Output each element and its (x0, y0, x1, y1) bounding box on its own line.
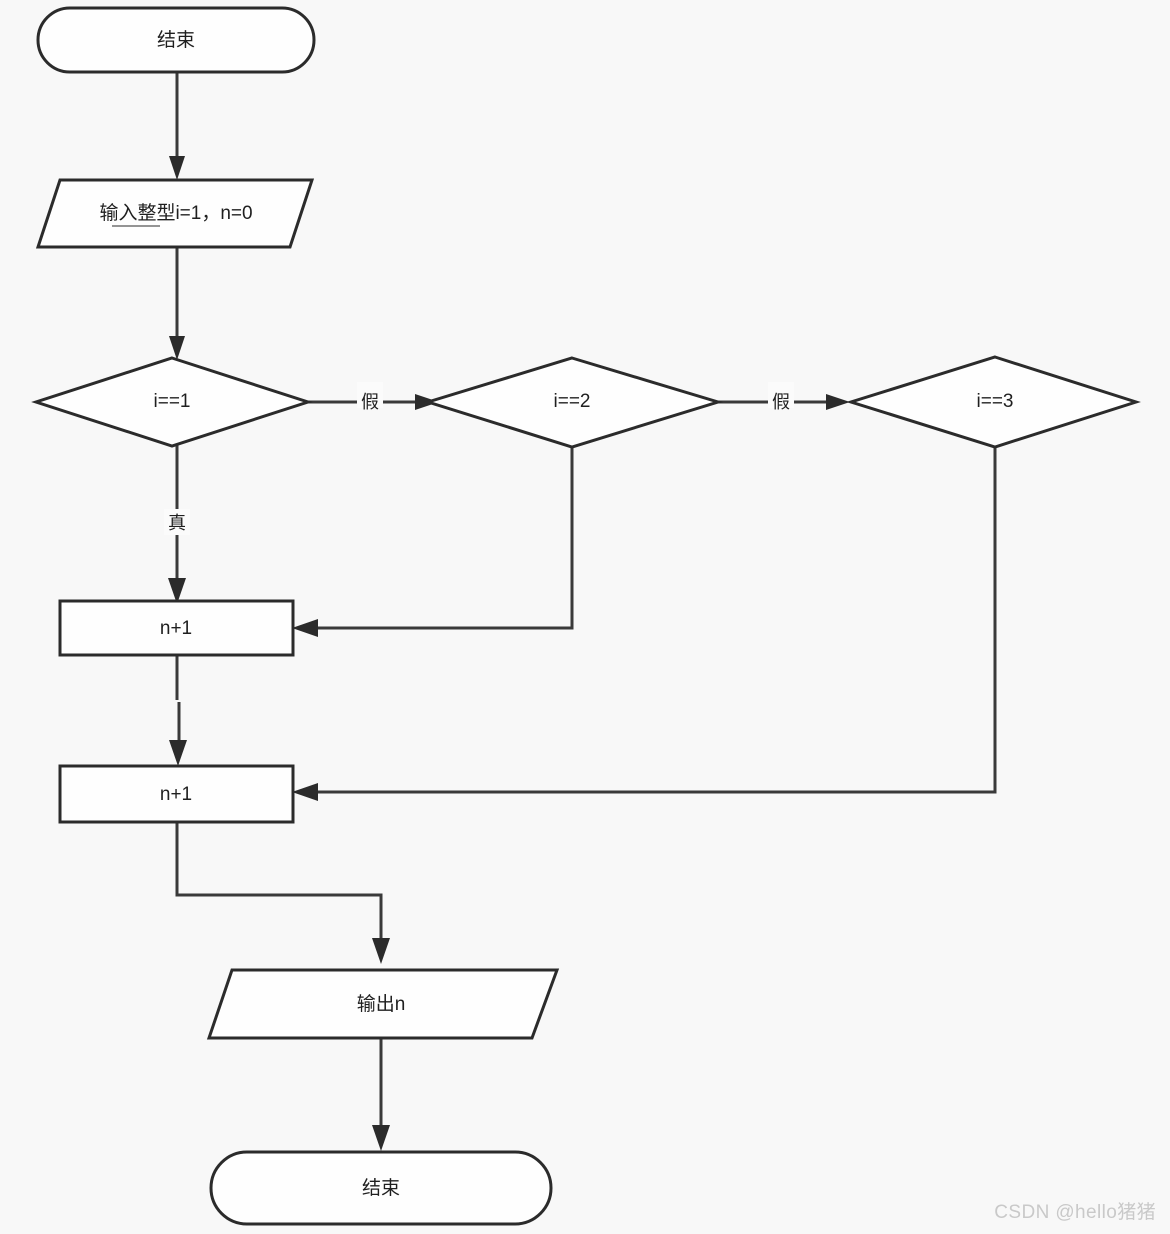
svg-text:假: 假 (361, 392, 379, 412)
edge-input-to-cond1 (169, 247, 185, 360)
node-cond1-label: i==1 (154, 391, 191, 412)
node-cond2[interactable]: i==2 (422, 356, 724, 449)
svg-text:真: 真 (168, 513, 186, 533)
edge-proc1-to-proc2 (169, 656, 187, 766)
edge-start-to-input (169, 72, 185, 180)
edge-output-to-end (372, 1038, 390, 1151)
node-input-label: 输入整型i=1，n=0 (99, 202, 252, 224)
node-cond1[interactable]: i==1 (31, 356, 313, 448)
watermark: CSDN @hello猪猪 (994, 1202, 1156, 1223)
edge-cond3-to-proc2 (292, 447, 997, 801)
node-output-label: 输出n (357, 993, 406, 1015)
node-cond3[interactable]: i==3 (845, 355, 1141, 449)
node-cond2-label: i==2 (554, 391, 591, 412)
node-start-label: 结束 (157, 29, 195, 51)
svg-text:假: 假 (772, 392, 790, 412)
node-input[interactable]: 输入整型i=1，n=0 (35, 178, 315, 249)
node-proc2[interactable]: n+1 (58, 764, 295, 824)
edge-label-cond2-false: 假 (768, 382, 794, 412)
edge-label-cond1-false: 假 (357, 382, 383, 412)
node-output[interactable]: 输出n (206, 968, 560, 1040)
node-end[interactable]: 结束 (209, 1150, 553, 1226)
edge-proc2-to-output (175, 822, 390, 964)
node-start[interactable]: 结束 (36, 6, 316, 74)
edge-label-cond1-true: 真 (164, 509, 190, 535)
node-end-label: 结束 (362, 1177, 400, 1199)
node-cond3-label: i==3 (977, 391, 1014, 412)
node-proc1[interactable]: n+1 (58, 599, 295, 657)
node-proc2-label: n+1 (160, 784, 192, 805)
edge-cond2-to-proc1 (292, 447, 574, 637)
node-proc1-label: n+1 (160, 618, 192, 639)
